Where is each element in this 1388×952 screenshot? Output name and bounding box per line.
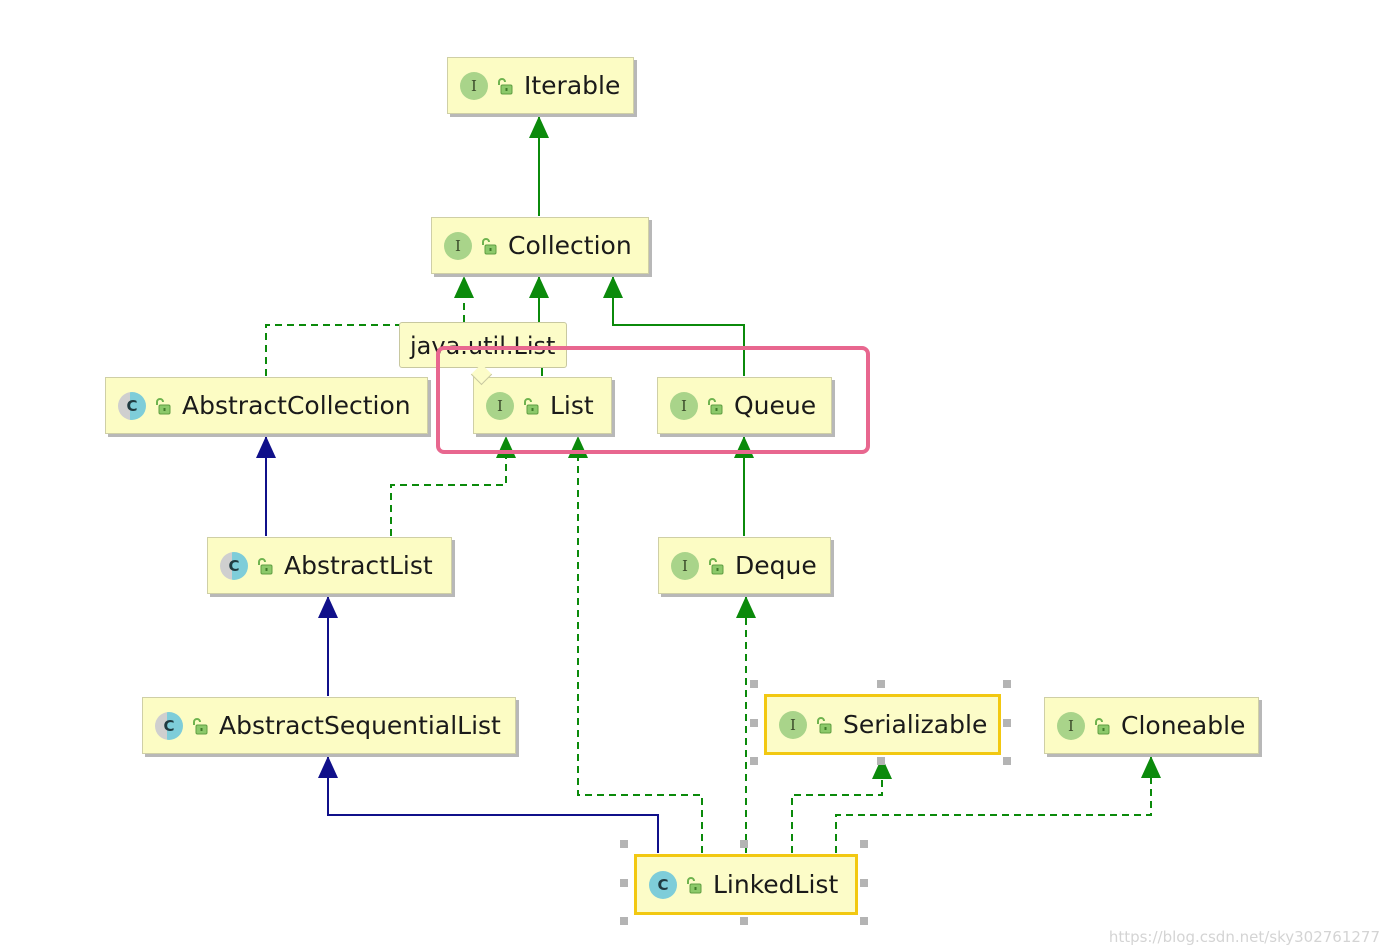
- resize-handle[interactable]: [860, 878, 868, 887]
- unlocked-padlock-icon: [687, 876, 702, 893]
- highlight-box: [436, 346, 870, 454]
- edge-abstract-collection-to-collection: [265, 276, 474, 376]
- resize-handle[interactable]: [620, 878, 628, 887]
- edge-queue-to-collection: [603, 276, 745, 376]
- node-abstract-list[interactable]: C AbstractList: [207, 537, 452, 594]
- class-badge-icon: C: [155, 711, 183, 740]
- node-label: Serializable: [843, 710, 988, 739]
- unlocked-padlock-icon: [498, 77, 513, 94]
- node-iterable[interactable]: I Iterable: [447, 57, 634, 114]
- resize-handle[interactable]: [876, 757, 885, 765]
- unlocked-padlock-icon: [193, 717, 208, 734]
- node-list[interactable]: I List: [473, 377, 612, 434]
- resize-handle[interactable]: [750, 680, 758, 688]
- interface-badge-icon: I: [671, 551, 699, 580]
- edge-linked-list-to-list: [568, 436, 703, 853]
- class-badge-icon: C: [118, 391, 146, 420]
- node-abstract-collection[interactable]: C AbstractCollection: [105, 377, 428, 434]
- node-label: AbstractList: [284, 551, 433, 580]
- edge-abstract-list-to-list: [390, 436, 516, 536]
- resize-handle[interactable]: [1003, 718, 1011, 727]
- unlocked-padlock-icon: [482, 237, 497, 254]
- resize-handle[interactable]: [740, 917, 748, 925]
- resize-handle[interactable]: [620, 917, 628, 925]
- node-deque[interactable]: I Deque: [658, 537, 831, 594]
- node-label: Collection: [508, 231, 632, 260]
- node-abstract-sequential-list[interactable]: C AbstractSequentialList: [142, 697, 516, 754]
- unlocked-padlock-icon: [524, 397, 539, 414]
- unlocked-padlock-icon: [156, 397, 171, 414]
- resize-handle[interactable]: [750, 757, 758, 765]
- node-linked-list[interactable]: C LinkedList: [634, 854, 858, 915]
- node-label: Deque: [735, 551, 817, 580]
- resize-handle[interactable]: [750, 718, 758, 727]
- node-label: Cloneable: [1121, 711, 1246, 740]
- node-label: Iterable: [524, 71, 621, 100]
- resize-handle[interactable]: [1003, 680, 1011, 688]
- resize-handle[interactable]: [620, 840, 628, 848]
- unlocked-padlock-icon: [1095, 717, 1110, 734]
- class-badge-icon: C: [649, 870, 677, 899]
- unlocked-padlock-icon: [709, 557, 724, 574]
- class-badge-icon: C: [220, 551, 248, 580]
- node-label: LinkedList: [713, 870, 839, 899]
- interface-badge-icon: I: [779, 710, 807, 739]
- interface-badge-icon: I: [670, 391, 698, 420]
- resize-handle[interactable]: [860, 917, 868, 925]
- node-queue[interactable]: I Queue: [657, 377, 832, 434]
- resize-handle[interactable]: [876, 680, 885, 688]
- watermark: https://blog.csdn.net/sky302761277: [1108, 928, 1380, 946]
- resize-handle[interactable]: [1003, 757, 1011, 765]
- edge-linked-list-to-cloneable: [835, 756, 1161, 853]
- node-label: List: [550, 391, 594, 420]
- node-label: AbstractSequentialList: [219, 711, 501, 740]
- unlocked-padlock-icon: [817, 716, 832, 733]
- node-label: AbstractCollection: [182, 391, 411, 420]
- node-label: Queue: [734, 391, 817, 420]
- resize-handle[interactable]: [860, 840, 868, 848]
- edge-linked-list-to-serializable: [791, 757, 892, 853]
- interface-badge-icon: I: [486, 391, 514, 420]
- unlocked-padlock-icon: [708, 397, 723, 414]
- interface-badge-icon: I: [444, 231, 472, 260]
- interface-badge-icon: I: [1057, 711, 1085, 740]
- interface-badge-icon: I: [460, 71, 488, 100]
- node-serializable[interactable]: I Serializable: [764, 694, 1001, 755]
- resize-handle[interactable]: [740, 840, 748, 848]
- node-cloneable[interactable]: I Cloneable: [1044, 697, 1259, 754]
- unlocked-padlock-icon: [258, 557, 273, 574]
- edge-linked-list-to-abstract-sequential-list: [318, 756, 659, 853]
- node-collection[interactable]: I Collection: [431, 217, 649, 274]
